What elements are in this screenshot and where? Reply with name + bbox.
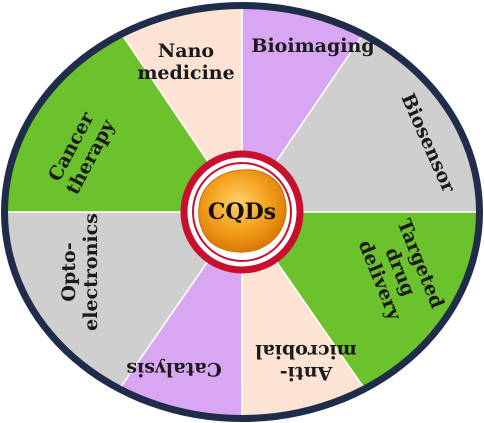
center-label: CQDs — [208, 199, 276, 225]
segment-label-line: Nano — [158, 40, 214, 62]
segment-label-line: Opto- — [58, 242, 80, 301]
segment-label-line: Catalysis — [126, 358, 221, 380]
quantum-dot-blob — [198, 169, 287, 253]
segment-label: Opto-electronics — [58, 213, 102, 331]
segment-label-line: medicine — [137, 62, 234, 84]
segment-label: Catalysis — [126, 358, 221, 380]
segment-label-line: microbial — [255, 340, 357, 362]
segment-label-line: Bioimaging — [251, 35, 374, 57]
segment-label: Bioimaging — [251, 35, 374, 57]
segment-label-line: Anti- — [280, 362, 333, 384]
segment-label-line: electronics — [80, 213, 102, 331]
segment-label: Anti-microbial — [255, 340, 357, 384]
